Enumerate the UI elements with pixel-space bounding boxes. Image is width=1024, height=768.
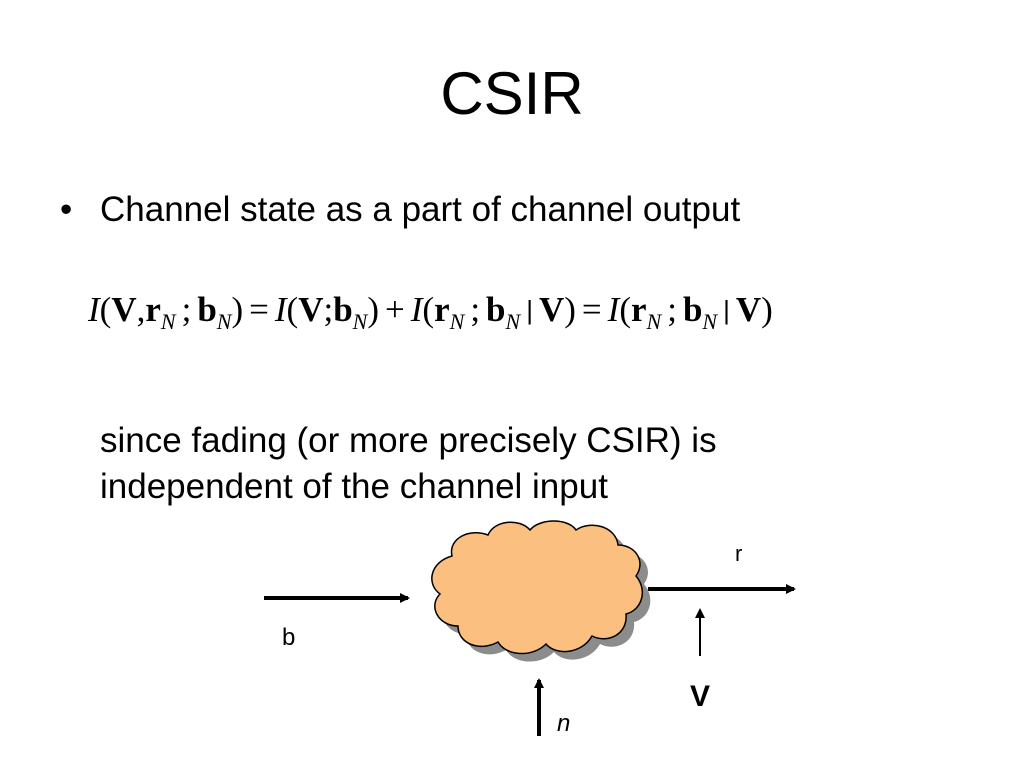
- eq-I: I: [607, 290, 620, 329]
- bullet-text: Channel state as a part of channel outpu…: [100, 190, 741, 229]
- eq-equals: =: [581, 290, 602, 329]
- eq-rparen: ): [564, 290, 576, 329]
- eq-sub-N: N: [505, 309, 521, 334]
- eq-semicolon: ;: [667, 290, 677, 329]
- eq-equals: =: [249, 290, 269, 329]
- eq-V: V: [298, 290, 324, 329]
- eq-V: V: [735, 290, 762, 329]
- eq-V: V: [538, 290, 565, 329]
- eq-I: I: [274, 290, 287, 329]
- eq-lparen: (: [619, 290, 631, 329]
- mutual-information-equation: I(V,rN;bN)=I(V;bN)+I(rN;bN|V)=I(rN;bN|V): [88, 288, 773, 334]
- cloud-channel: [431, 520, 644, 655]
- eq-semicolon: ;: [323, 290, 334, 329]
- bullet-item: • Channel state as a part of channel outp…: [60, 188, 740, 232]
- eq-r: r: [145, 290, 161, 329]
- eq-given: |: [526, 295, 533, 325]
- eq-sub-N: N: [702, 309, 718, 334]
- state-label: V: [690, 680, 711, 713]
- eq-given: |: [723, 295, 730, 325]
- eq-b: b: [197, 290, 217, 329]
- eq-I: I: [88, 290, 100, 329]
- paragraph-line: since fading (or more precisely CSIR) is: [100, 421, 717, 460]
- slide-title: CSIR: [440, 60, 584, 127]
- eq-rparen: ): [367, 290, 380, 329]
- eq-b: b: [333, 290, 353, 329]
- eq-sub-N: N: [646, 309, 662, 334]
- eq-semicolon: ;: [470, 290, 481, 329]
- explanation-paragraph: since fading (or more precisely CSIR) is…: [100, 418, 860, 510]
- eq-V: V: [111, 290, 137, 329]
- eq-r: r: [434, 290, 450, 329]
- eq-comma: ,: [136, 290, 146, 329]
- output-label: r: [735, 541, 743, 566]
- eq-r: r: [630, 290, 647, 329]
- eq-lparen: (: [99, 290, 112, 329]
- eq-lparen: (: [422, 290, 435, 329]
- eq-b: b: [682, 290, 703, 329]
- eq-b: b: [486, 290, 506, 329]
- eq-plus: +: [385, 290, 405, 329]
- bullet-marker: •: [60, 190, 73, 229]
- eq-sub-N: N: [449, 309, 465, 334]
- eq-sub-N: N: [160, 309, 176, 334]
- eq-lparen: (: [286, 290, 299, 329]
- paragraph-line: independent of the channel input: [100, 467, 608, 506]
- eq-sub-N: N: [216, 309, 232, 334]
- input-label: b: [282, 624, 296, 651]
- eq-sub-N: N: [352, 309, 368, 334]
- eq-I: I: [410, 290, 423, 329]
- eq-rparen: ): [761, 290, 773, 329]
- eq-rparen: ): [231, 290, 244, 329]
- eq-semicolon: ;: [181, 290, 192, 329]
- noise-label: n: [557, 710, 571, 737]
